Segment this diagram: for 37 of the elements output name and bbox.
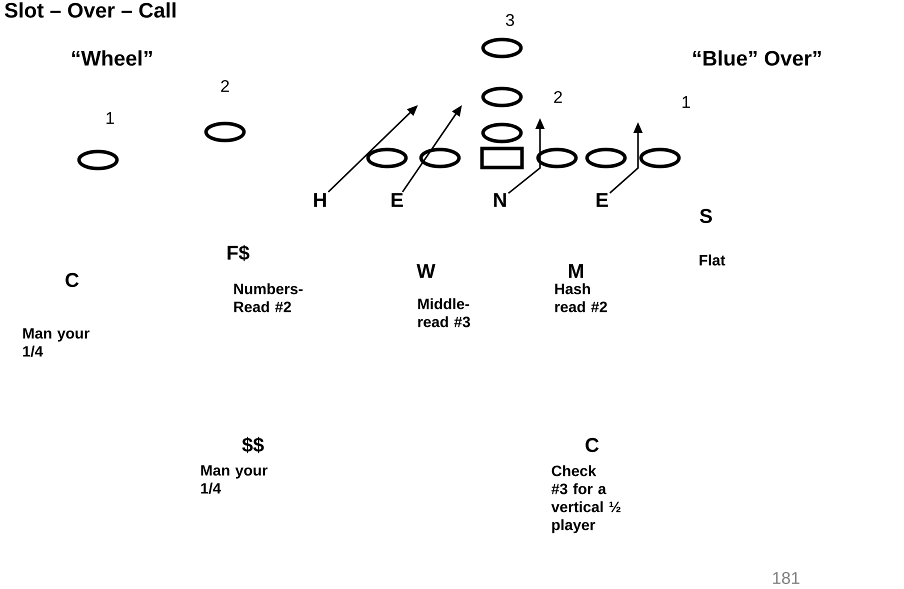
label: W [416, 264, 436, 278]
player-oval [366, 148, 408, 168]
label: F$ [228, 244, 250, 262]
player-oval [419, 148, 461, 168]
label: “Wheel” [72, 50, 152, 66]
player-oval [481, 122, 523, 144]
label: Check #3 for a vertical ½ player [551, 465, 621, 534]
label: M [569, 264, 583, 278]
player-letter: E [392, 193, 403, 207]
label: “Blue” Over” [693, 50, 821, 66]
label: C [586, 438, 599, 452]
player-oval [481, 38, 523, 58]
player-letter: N [494, 193, 506, 207]
player-letter: E [596, 193, 608, 207]
label: 2 [554, 91, 562, 103]
label: Middle- read #3 [418, 298, 470, 328]
label: 1 [106, 112, 114, 124]
player-oval [639, 148, 681, 168]
player-oval [204, 122, 246, 142]
player-letter: H [314, 193, 326, 207]
label: $$ [242, 436, 264, 454]
player-oval [481, 86, 523, 108]
player-oval [536, 148, 578, 168]
title: Slot – Over – Call [4, 2, 176, 18]
player-oval [77, 150, 119, 170]
label: Man your 1/4 [201, 465, 268, 494]
label: 1 [682, 96, 690, 108]
label: S [700, 208, 712, 224]
label: C [66, 272, 79, 288]
label: 2 [221, 80, 229, 92]
page-number: 181 [773, 572, 800, 584]
center-box [480, 146, 524, 170]
label: Hash read #2 [555, 283, 607, 312]
label: Flat [700, 254, 726, 266]
player-oval [585, 148, 627, 168]
label: Man your 1/4 [23, 328, 90, 357]
label: Numbers- Read #2 [234, 283, 303, 312]
